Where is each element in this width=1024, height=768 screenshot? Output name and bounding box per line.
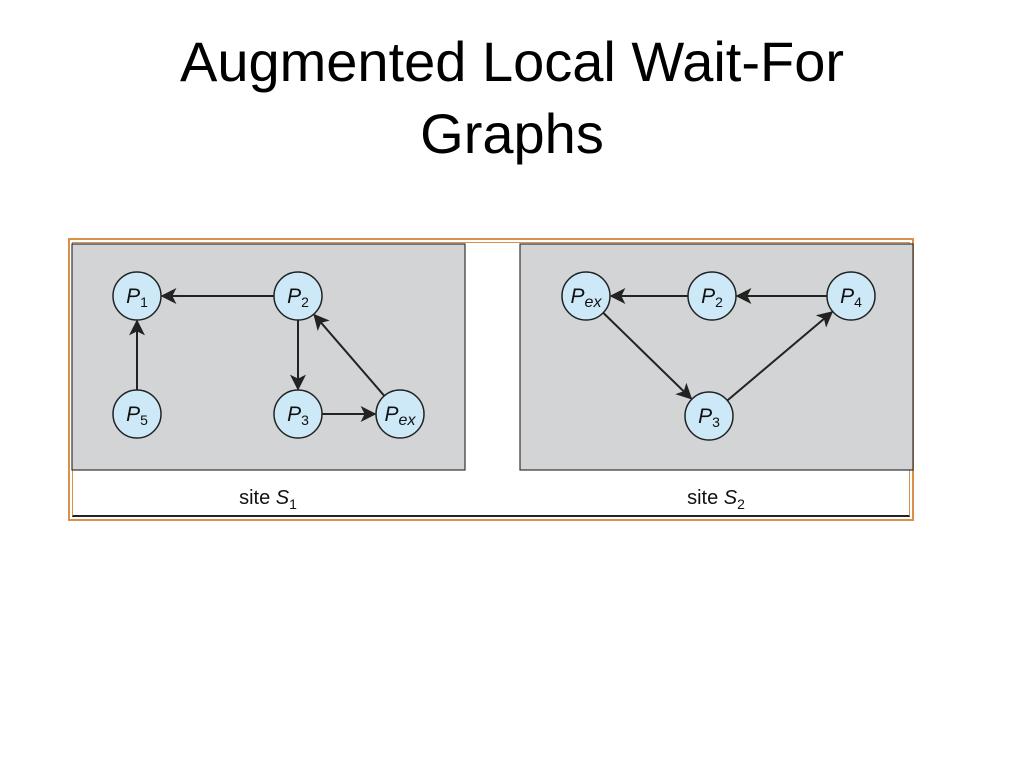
- node-label-main: P: [287, 285, 301, 308]
- slide-title: Augmented Local Wait-For Graphs: [0, 26, 1024, 170]
- node-label-main: P: [571, 285, 585, 308]
- node-label-subscript: 3: [712, 414, 720, 430]
- site-label-main: S: [724, 487, 738, 509]
- node-label: P2: [287, 285, 309, 310]
- edge-pex-to-p3: [602, 312, 693, 400]
- node-label: P5: [126, 403, 148, 428]
- node-circle: [112, 389, 162, 439]
- node-label-main: P: [840, 285, 854, 308]
- node-p3: P3: [684, 391, 734, 441]
- node-label-subscript: 1: [140, 294, 148, 310]
- node-label-subscript: 3: [301, 412, 309, 428]
- node-label-main: P: [126, 403, 140, 426]
- node-p5: P5: [112, 389, 162, 439]
- node-circle: [826, 271, 876, 321]
- site-label-subscript: 2: [737, 496, 745, 512]
- node-label-subscript: 2: [715, 294, 723, 310]
- node-p2: P2: [273, 271, 323, 321]
- node-label-main: P: [385, 403, 399, 426]
- node-p4: P4: [826, 271, 876, 321]
- node-p1: P1: [112, 271, 162, 321]
- node-circle: [273, 271, 323, 321]
- site-label-prefix: site: [687, 487, 718, 509]
- node-label-subscript: 2: [301, 294, 309, 310]
- site-label: site S1: [239, 487, 297, 512]
- node-label-main: P: [698, 405, 712, 428]
- node-pex: Pex: [561, 271, 611, 321]
- node-circle: [684, 391, 734, 441]
- node-label: P1: [126, 285, 148, 310]
- node-label: P3: [287, 403, 309, 428]
- slide-title-line-1: Augmented Local Wait-For: [180, 30, 844, 93]
- node-label-subscript: ex: [585, 294, 603, 311]
- node-label-main: P: [701, 285, 715, 308]
- node-label-subscript: ex: [399, 412, 417, 429]
- node-label-main: P: [287, 403, 301, 426]
- node-pex: Pex: [375, 389, 425, 439]
- site-label: site S2: [687, 487, 745, 512]
- site-label-main: S: [276, 487, 290, 509]
- node-label-main: P: [126, 285, 140, 308]
- node-circle: [687, 271, 737, 321]
- node-p3: P3: [273, 389, 323, 439]
- site-label-subscript: 1: [289, 496, 297, 512]
- node-p2: P2: [687, 271, 737, 321]
- node-circle: [375, 389, 425, 439]
- node-label: Pex: [571, 285, 603, 311]
- node-label: P2: [701, 285, 723, 310]
- node-circle: [561, 271, 611, 321]
- node-label: P3: [698, 405, 720, 430]
- node-label: Pex: [385, 403, 417, 429]
- node-label: P4: [840, 285, 862, 310]
- site-label-prefix: site: [239, 487, 270, 509]
- node-label-subscript: 4: [854, 294, 862, 310]
- node-circle: [112, 271, 162, 321]
- slide-title-line-2: Graphs: [420, 102, 604, 165]
- node-label-subscript: 5: [140, 412, 148, 428]
- edge-pex-to-p2: [313, 313, 386, 397]
- node-circle: [273, 389, 323, 439]
- edge-p3-to-p4: [726, 311, 834, 402]
